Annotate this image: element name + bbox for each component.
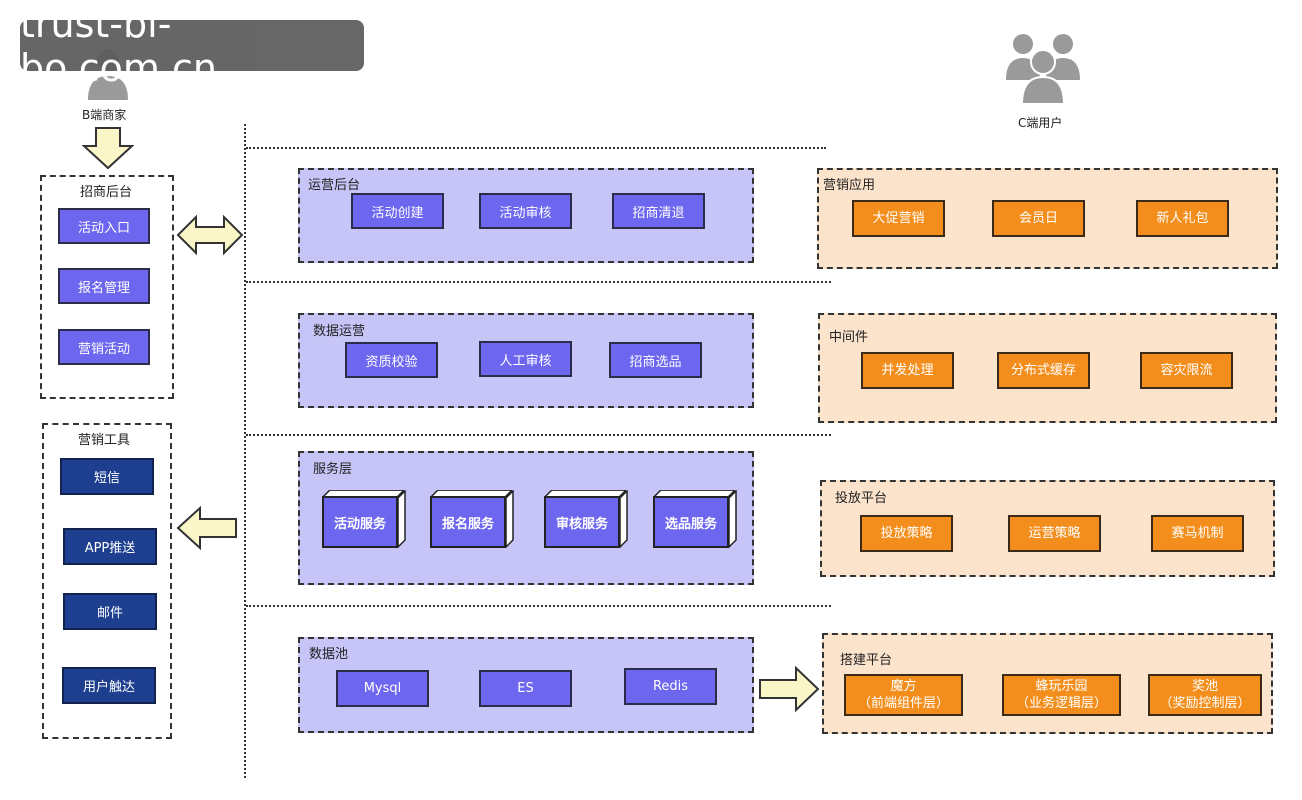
prize-pool-button[interactable]: 奖池 （奖励控制层） [1148, 674, 1262, 716]
selection-service-label: 选品服务 [653, 496, 729, 548]
delivery-platform-title: 投放平台 [835, 491, 888, 506]
ops-strategy-button[interactable]: 运营策略 [1008, 515, 1101, 552]
delivery-strategy-label: 投放策略 [880, 526, 933, 541]
divider-3 [246, 434, 831, 436]
divider-2 [246, 281, 831, 283]
marketing-app-title: 营销应用 [823, 178, 876, 193]
left-arrow-icon [176, 505, 238, 551]
review-service-cube[interactable]: 审核服务 [544, 490, 630, 550]
vertical-divider [244, 124, 246, 778]
activity-service-label: 活动服务 [322, 496, 398, 548]
distributed-cache-button[interactable]: 分布式缓存 [997, 352, 1090, 389]
ops-strategy-label: 运营策略 [1028, 526, 1081, 541]
build-platform-title: 搭建平台 [840, 653, 893, 668]
member-day-label: 会员日 [1018, 211, 1058, 226]
recruit-clear-button[interactable]: 招商清退 [612, 193, 705, 229]
concurrency-label: 并发处理 [881, 363, 934, 378]
concurrency-button[interactable]: 并发处理 [861, 352, 954, 389]
user-label: C端用户 [1018, 116, 1063, 130]
fengwan-button[interactable]: 蜂玩乐园 （业务逻辑层） [1002, 674, 1121, 716]
watermark: trust-bi-bo.com.cn [20, 2, 364, 90]
disaster-throttle-label: 容灾限流 [1160, 363, 1213, 378]
app-push-button[interactable]: APP推送 [63, 528, 157, 565]
data-pool-title: 数据池 [309, 647, 349, 662]
newbie-gift-button[interactable]: 新人礼包 [1136, 200, 1229, 237]
prize-pool-label: 奖池 [1191, 679, 1218, 694]
sms-button[interactable]: 短信 [60, 458, 154, 495]
horse-race-button[interactable]: 赛马机制 [1151, 515, 1244, 552]
member-day-button[interactable]: 会员日 [992, 200, 1085, 237]
user-reach-button[interactable]: 用户触达 [62, 667, 156, 704]
manual-review-button[interactable]: 人工审核 [479, 341, 572, 377]
mofang-label: 魔方 [890, 679, 917, 694]
delivery-strategy-button[interactable]: 投放策略 [860, 515, 953, 552]
disaster-throttle-button[interactable]: 容灾限流 [1140, 352, 1233, 389]
activity-entry-button[interactable]: 活动入口 [58, 208, 150, 244]
activity-service-cube[interactable]: 活动服务 [322, 490, 408, 550]
newbie-gift-label: 新人礼包 [1156, 211, 1209, 226]
merchant-label: B端商家 [82, 108, 127, 122]
selection-service-cube[interactable]: 选品服务 [653, 490, 739, 550]
horse-race-label: 赛马机制 [1171, 526, 1224, 541]
big-promo-button[interactable]: 大促营销 [852, 200, 945, 237]
activity-review-button[interactable]: 活动审核 [479, 193, 572, 229]
double-arrow-icon [176, 214, 244, 256]
service-layer-title: 服务层 [313, 462, 353, 477]
fengwan-sub-label: （业务逻辑层） [1015, 696, 1107, 711]
fengwan-label: 蜂玩乐园 [1035, 679, 1088, 694]
redis-button[interactable]: Redis [624, 668, 717, 705]
down-arrow-icon [81, 126, 135, 170]
distributed-cache-label: 分布式缓存 [1010, 363, 1076, 378]
recruit-backend-title: 招商后台 [80, 185, 133, 200]
signup-service-cube[interactable]: 报名服务 [430, 490, 516, 550]
activity-create-button[interactable]: 活动创建 [351, 193, 444, 229]
marketing-tools-title: 营销工具 [78, 433, 131, 448]
middleware-title: 中间件 [829, 330, 869, 345]
divider-1 [246, 147, 826, 149]
big-promo-label: 大促营销 [872, 211, 925, 226]
mofang-button[interactable]: 魔方 （前端组件层） [844, 674, 963, 716]
qualification-check-button[interactable]: 资质校验 [345, 342, 438, 378]
email-button[interactable]: 邮件 [63, 593, 157, 630]
divider-4 [246, 605, 831, 607]
ops-backend-title: 运营后台 [308, 178, 361, 193]
recruit-selection-button[interactable]: 招商选品 [609, 342, 702, 378]
mofang-sub-label: （前端组件层） [857, 696, 949, 711]
marketing-activity-button[interactable]: 营销活动 [58, 329, 150, 365]
mysql-button[interactable]: Mysql [336, 670, 429, 707]
signup-manage-button[interactable]: 报名管理 [58, 268, 150, 304]
users-group-icon [1002, 30, 1084, 106]
signup-service-label: 报名服务 [430, 496, 506, 548]
review-service-label: 审核服务 [544, 496, 620, 548]
right-arrow-icon [758, 665, 820, 713]
data-ops-title: 数据运营 [313, 324, 366, 339]
es-button[interactable]: ES [479, 670, 572, 707]
prize-pool-sub-label: （奖励控制层） [1159, 696, 1251, 711]
